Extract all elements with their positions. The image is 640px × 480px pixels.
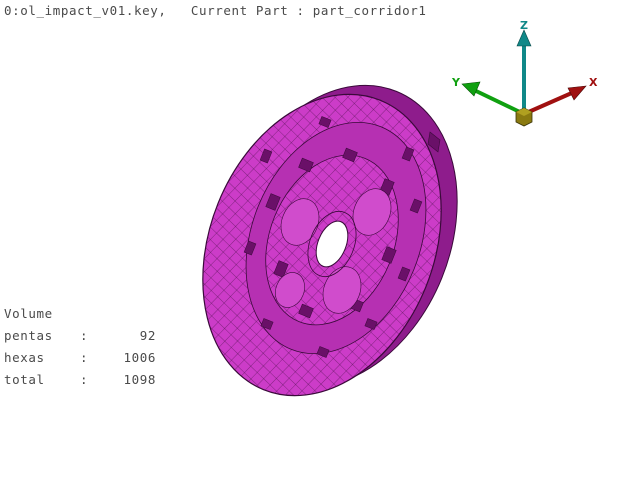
volume-row-value: 92 <box>139 328 156 343</box>
origin-cube <box>515 107 533 127</box>
z-axis-label: Z <box>520 19 528 32</box>
z-axis-arrow: Z <box>516 19 532 114</box>
volume-row-total: total : 1098 <box>4 372 156 394</box>
volume-row-separator: : <box>80 350 89 365</box>
x-axis-arrow: X <box>523 76 598 116</box>
volume-row-pentas: pentas : 92 <box>4 328 156 350</box>
y-axis-label: Y <box>451 76 461 89</box>
volume-row-hexas: hexas : 1006 <box>4 350 156 372</box>
volume-row-label: total <box>4 372 45 387</box>
volume-row-separator: : <box>80 328 89 343</box>
volume-row-value: 1098 <box>123 372 156 387</box>
volume-title: Volume <box>4 306 53 321</box>
part-mesh[interactable] <box>160 49 501 431</box>
x-axis-label: X <box>589 76 598 89</box>
volume-row-label: pentas <box>4 328 53 343</box>
y-axis-arrow: Y <box>451 76 525 116</box>
viewport-title: 0:ol_impact_v01.key, Current Part : part… <box>4 3 427 18</box>
axis-triad: Z X Y <box>451 19 598 127</box>
volume-row-value: 1006 <box>123 350 156 365</box>
volume-row-separator: : <box>80 372 89 387</box>
volume-row-label: hexas <box>4 350 45 365</box>
volume-stats-panel: Volume pentas : 92 hexas : 1006 total : … <box>4 306 156 394</box>
